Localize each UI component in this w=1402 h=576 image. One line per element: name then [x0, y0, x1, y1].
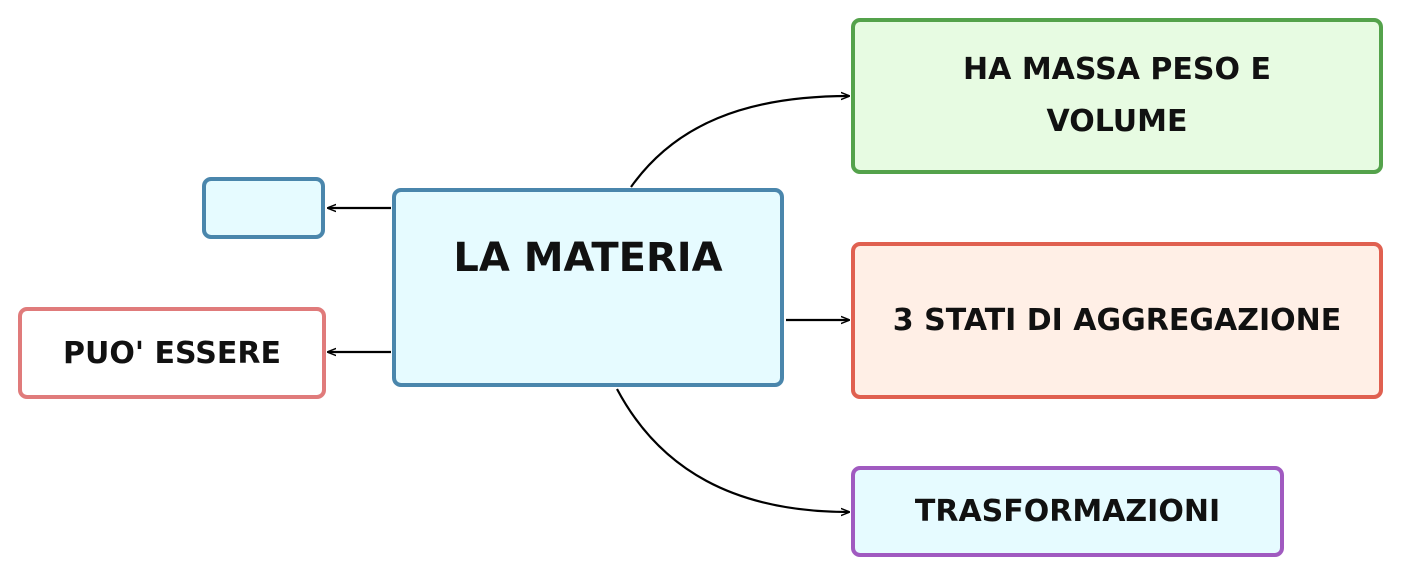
edge-center-to-massa: [630, 96, 849, 188]
node-stati-label: 3 STATI DI AGGREGAZIONE: [892, 303, 1342, 338]
edge-center-to-trasformazioni: [616, 388, 849, 512]
node-trasformazioni[interactable]: TRASFORMAZIONI: [851, 466, 1284, 557]
node-trasformazioni-label: TRASFORMAZIONI: [914, 494, 1221, 529]
node-puo-essere-label: PUO' ESSERE: [63, 335, 281, 371]
node-massa-peso-volume[interactable]: HA MASSA PESO E VOLUME: [851, 18, 1383, 174]
node-la-materia[interactable]: LA MATERIA: [392, 188, 784, 387]
node-stati-aggregazione[interactable]: 3 STATI DI AGGREGAZIONE: [851, 242, 1383, 399]
node-empty[interactable]: [202, 177, 325, 239]
node-center-label: LA MATERIA: [453, 235, 723, 281]
node-massa-label: HA MASSA PESO E VOLUME: [963, 51, 1271, 140]
node-puo-essere[interactable]: PUO' ESSERE: [18, 307, 326, 399]
